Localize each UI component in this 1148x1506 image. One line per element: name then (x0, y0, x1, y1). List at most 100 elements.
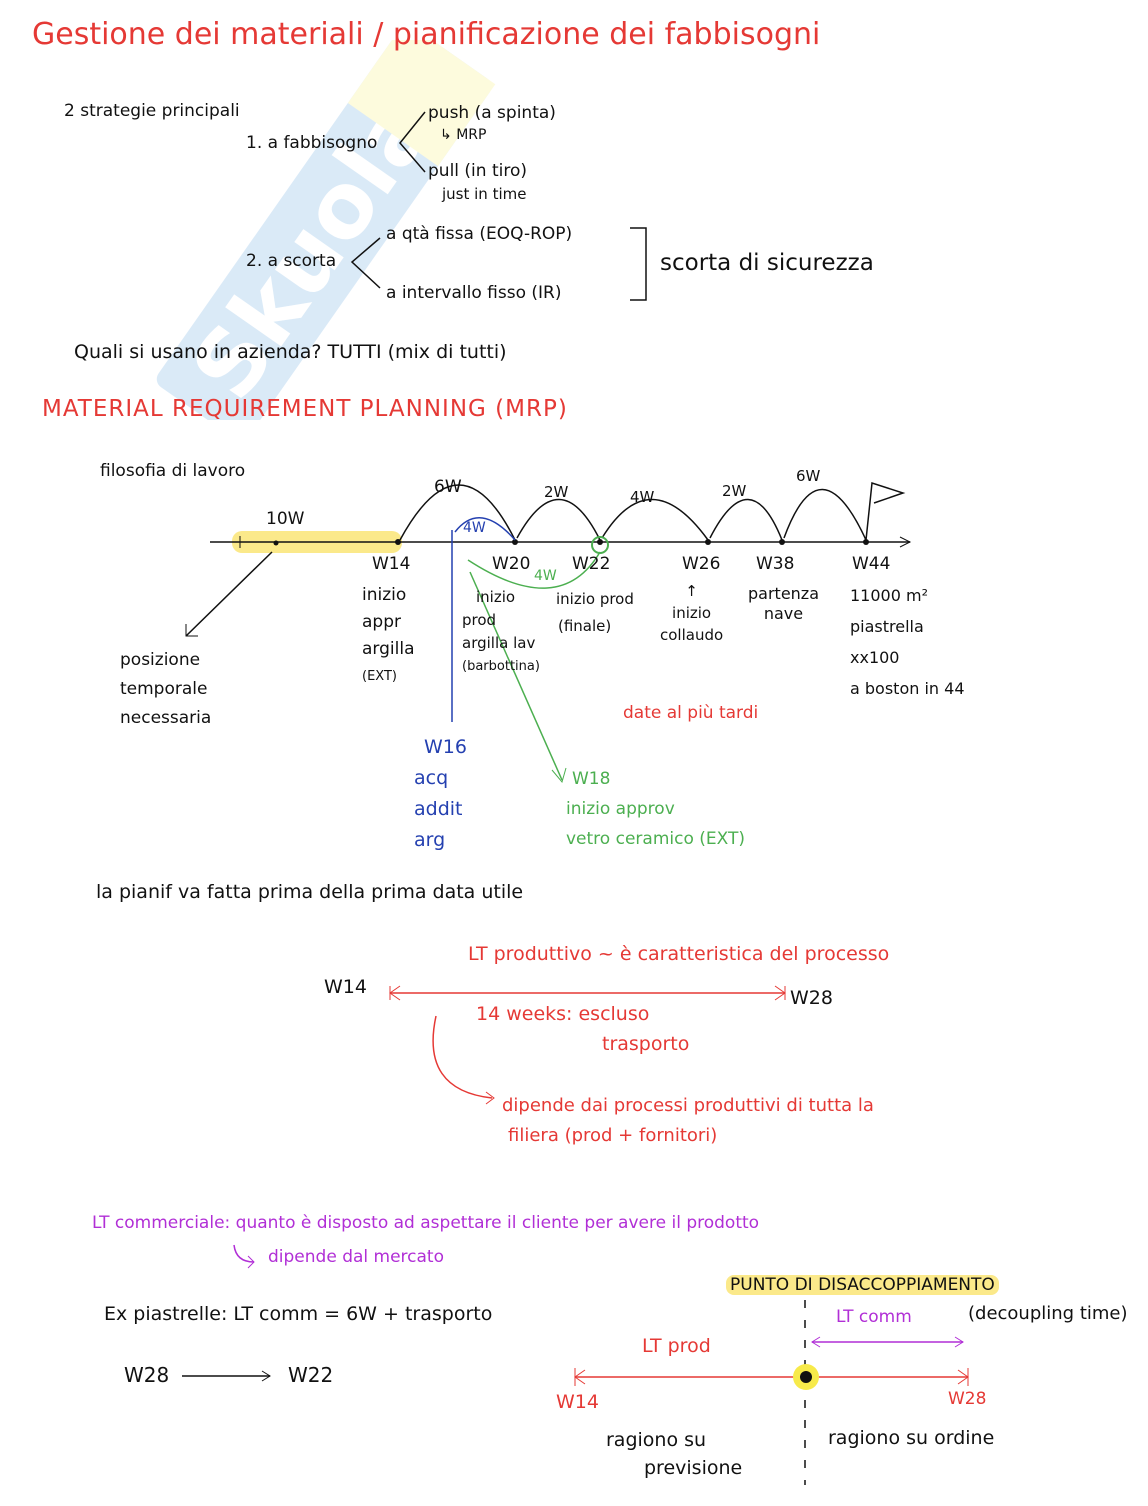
mrp-heading: MATERIAL REQUIREMENT PLANNING (MRP) (42, 396, 568, 422)
fixed-qty-label: a qtà fissa (EOQ-ROP) (386, 224, 573, 244)
pull-label: pull (in tiro) (428, 161, 527, 181)
example-line: Ex piastrelle: LT comm = 6W + trasporto (104, 1303, 493, 1325)
timeline-points (273, 539, 869, 546)
strategy-2: 2. a scorta (246, 251, 337, 271)
mrp-text: MRP (456, 127, 487, 143)
decoupling-lt-prod: LT prod (642, 1335, 711, 1357)
blue-span: 4W (463, 520, 486, 536)
desc-line: argilla (362, 639, 415, 659)
green-note: W18 inizio approv vetro ceramico (EXT) (566, 764, 745, 854)
lt-depends: dipende dai processi produttivi di tutta… (502, 1095, 874, 1116)
strategy-1: 1. a fabbisogno (246, 133, 378, 153)
strategies-heading: 2 strategie principali (64, 101, 240, 121)
example-from: W28 (124, 1363, 170, 1387)
span-6w-a: 6W (434, 477, 462, 497)
lt-transport: trasporto (602, 1033, 690, 1055)
desc-line: piastrella (850, 617, 924, 636)
green-span: 4W (534, 568, 557, 584)
span-4w: 4W (630, 488, 655, 506)
bracket-safety (630, 227, 647, 301)
question-text: Quali si usano in azienda? TUTTI (mix di… (74, 341, 507, 363)
span-2w-a: 2W (544, 483, 569, 501)
desc-line: necessaria (120, 708, 212, 728)
decoupling-point (800, 1371, 812, 1383)
bracket-fabbisogno (399, 111, 426, 173)
push-label: push (a spinta) (428, 103, 556, 123)
timeline-arrowhead (899, 536, 912, 548)
timeline-arcs (399, 484, 867, 541)
lt-from: W14 (324, 976, 367, 998)
desc-line: 11000 m² (850, 586, 928, 605)
desc-line: partenza (748, 584, 819, 603)
desc-line: a boston in 44 (850, 679, 965, 698)
desc-line: collaudo (660, 626, 724, 644)
lt-prod-heading: LT produttivo ~ è caratteristica del pro… (468, 943, 890, 965)
decoupling-from: W14 (556, 1391, 599, 1413)
week-w26: W26 (682, 554, 721, 574)
lt-weeks: 14 weeks: escluso (476, 1003, 650, 1025)
desc-line: (finale) (558, 617, 612, 635)
week-w38: W38 (756, 554, 795, 574)
week-w14: W14 (372, 554, 411, 574)
fixed-interval-label: a intervallo fisso (IR) (386, 283, 562, 303)
philosophy-label: filosofia di lavoro (100, 461, 246, 481)
flag-icon (865, 482, 906, 541)
lt-comm-definition: LT commerciale: quanto è disposto ad asp… (92, 1213, 760, 1233)
decoupling-time: (decoupling time) (968, 1303, 1128, 1324)
jit-label: just in time (442, 185, 527, 203)
depends-arrow (432, 1015, 493, 1099)
desc-line: inizio (476, 588, 516, 606)
page-title: Gestione dei materiali / pianificazione … (32, 17, 821, 52)
desc-line: (barbottina) (462, 659, 540, 674)
desc-line: addit (414, 798, 463, 820)
w20-desc: inizio prod argilla lav (barbottina) (462, 586, 540, 678)
span-6w-b: 6W (796, 467, 821, 485)
week-w22: W22 (572, 554, 611, 574)
green-arrowhead (551, 767, 567, 784)
desc-line: ragiono su (606, 1429, 707, 1451)
desc-line: inizio prod (556, 590, 634, 608)
desc-line: (EXT) (362, 669, 397, 684)
mrp-label: ↳ MRP (440, 127, 487, 143)
green-line (469, 571, 563, 781)
desc-line: W18 (572, 769, 611, 789)
order-note: ragiono su ordine (828, 1427, 995, 1449)
safety-stock-label: scorta di sicurezza (660, 250, 874, 276)
desc-line: inizio (362, 585, 407, 605)
week-w20: W20 (492, 554, 531, 574)
lt-filiera: filiera (prod + fornitori) (508, 1125, 718, 1146)
green-arc (467, 551, 601, 589)
week-w44: W44 (852, 554, 891, 574)
desc-line: prod (462, 611, 497, 629)
decoupling-title: PUNTO DI DISACCOPPIAMENTO (726, 1275, 999, 1296)
w14-desc: inizio appr argilla (EXT) (362, 582, 415, 690)
arrow-up-icon: ↑ (685, 582, 698, 600)
lt-comm-market: dipende dal mercato (268, 1247, 444, 1267)
desc-line: appr (362, 612, 401, 632)
desc-line: posizione (120, 650, 201, 670)
desc-line: nave (763, 604, 804, 623)
desc-line: inizio approv (566, 799, 675, 819)
decoupling-title-text: PUNTO DI DISACCOPPIAMENTO (726, 1275, 999, 1295)
desc-line: previsione (644, 1457, 743, 1479)
planning-note: la pianif va fatta prima della prima dat… (96, 881, 524, 903)
desc-line: argilla lav (462, 634, 536, 652)
w22-desc: inizio prod (finale) (556, 586, 634, 640)
decoupling-lt-comm: LT comm (836, 1307, 912, 1327)
bracket-scorta (350, 237, 381, 289)
span-10w: 10W (266, 509, 305, 529)
decoupling-to: W28 (948, 1389, 987, 1409)
blue-arc (454, 517, 516, 541)
desc-line: W16 (424, 736, 467, 758)
desc-line: vetro ceramico (EXT) (566, 829, 745, 849)
latest-dates-note: date al più tardi (623, 703, 759, 723)
desc-line: arg (414, 829, 446, 851)
lt-to: W28 (790, 987, 833, 1009)
example-to: W22 (288, 1363, 334, 1387)
